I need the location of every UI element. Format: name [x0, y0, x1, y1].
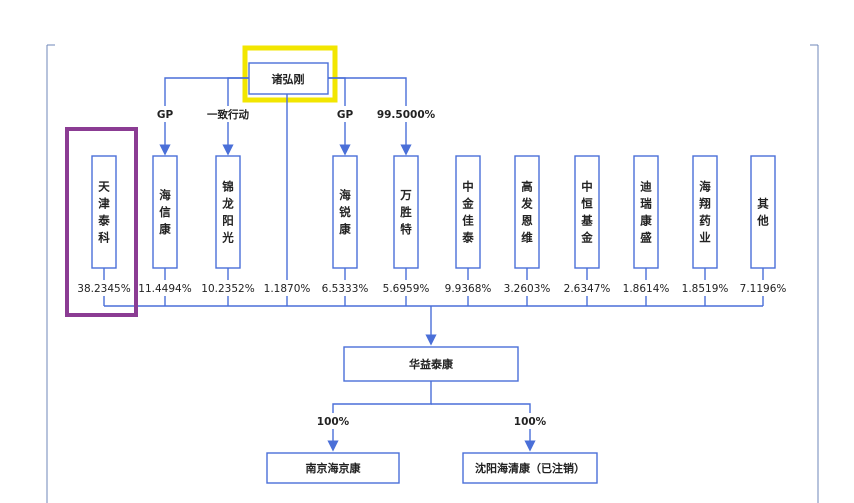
shareholder-pct: 11.4494% — [138, 283, 191, 295]
shareholder-box — [393, 155, 419, 269]
shareholder-pct-bg — [135, 280, 195, 296]
shareholder-name-char: 迪 — [640, 180, 652, 194]
shareholder-box — [455, 155, 481, 269]
shareholder-name-char: 康 — [339, 222, 351, 236]
shareholder-pct: 1.8614% — [623, 283, 670, 295]
shareholder-name-char: 中 — [581, 180, 593, 194]
shareholder-name-char: 维 — [521, 231, 533, 245]
shareholder-name-char: 高 — [521, 180, 533, 194]
subsidiary-pct-2: 100% — [514, 416, 547, 428]
shareholder-name-char: 金 — [580, 231, 593, 245]
shareholder-name-char: 阳 — [222, 214, 234, 228]
subsidiary-lines — [327, 381, 536, 452]
shareholder-name-char: 锐 — [339, 205, 351, 219]
shareholder-box — [332, 155, 358, 269]
shareholder-box — [750, 155, 776, 269]
top-holder-name: 诸弘刚 — [272, 72, 305, 86]
edge-label-gp-2: GP — [337, 109, 354, 121]
shareholder-pct-bg — [74, 280, 134, 296]
shareholder-name-char: 恩 — [521, 214, 533, 228]
subsidiary-node-shenyang: 沈阳海清康（已注销） — [462, 452, 598, 484]
shareholder-box — [633, 155, 659, 269]
shareholder-name-char: 光 — [221, 231, 234, 245]
shareholder-pct-bg — [675, 280, 735, 296]
shareholder-name-char: 业 — [699, 231, 711, 245]
shareholder-name-char: 他 — [756, 214, 769, 228]
shareholder-pct-bg — [616, 280, 676, 296]
shareholder-box — [91, 155, 117, 269]
subsidiary-node-nanjing: 南京海京康 — [266, 452, 400, 484]
shareholder-bus — [104, 305, 763, 346]
shareholder-pct-bg — [315, 280, 375, 296]
shareholder-pct: 7.1196% — [740, 283, 787, 295]
shareholder-name-char: 锦 — [222, 180, 234, 194]
top-holder-highlight — [242, 45, 338, 103]
shareholder-name-char: 康 — [640, 214, 652, 228]
shareholder-box — [215, 155, 241, 269]
shareholder-name-char: 泰 — [97, 214, 110, 228]
shareholder-name-char: 金 — [461, 197, 474, 211]
shareholder-name-char: 海 — [339, 188, 351, 202]
page-frame — [46, 44, 819, 503]
company-name: 华益泰康 — [409, 357, 454, 371]
shareholder-name-char: 盛 — [640, 231, 652, 245]
shareholder-pct: 9.9368% — [445, 283, 492, 295]
shareholder-pct: 10.2352% — [201, 283, 254, 295]
shareholder-box — [514, 155, 540, 269]
shareholder-name-char: 龙 — [221, 197, 234, 211]
shareholder-pct: 38.2345% — [77, 283, 130, 295]
shareholder-pct-bg — [733, 280, 793, 296]
shareholder-name-char: 佳 — [462, 214, 474, 228]
shareholder-pct: 2.6347% — [564, 283, 611, 295]
shareholder-name-char: 津 — [98, 197, 110, 211]
tianjin-taike-highlight — [65, 127, 138, 317]
shareholder-pct: 6.5333% — [322, 283, 369, 295]
shareholder-box — [692, 155, 718, 269]
shareholder-pct-bg — [497, 280, 557, 296]
shareholder-name-char: 中 — [462, 180, 474, 194]
edge-label-gp-1: GP — [157, 109, 174, 121]
shareholder-pct-bg — [557, 280, 617, 296]
shareholder-name-char: 泰 — [461, 231, 474, 245]
shareholder-pct: 3.2603% — [504, 283, 551, 295]
shareholder-pct-bg — [257, 280, 317, 296]
shareholder-name-char: 海 — [699, 180, 711, 194]
shareholder-pct: 1.1870% — [264, 283, 311, 295]
shareholder-name-char: 恒 — [581, 197, 593, 211]
shareholder-name-char: 其 — [757, 197, 769, 211]
shareholder-name-char: 天 — [98, 180, 110, 194]
top-branch-lines — [159, 77, 412, 306]
top-edge-labels: GP 一致行动 GP 99.5000% — [152, 106, 436, 122]
shareholder-name-char: 科 — [98, 231, 110, 245]
subsidiary-name-nanjing: 南京海京康 — [306, 461, 362, 475]
shareholder-box — [574, 155, 600, 269]
shareholder-name-char: 基 — [580, 214, 593, 228]
shareholder-name-char: 发 — [520, 197, 533, 211]
shareholder-name-char: 万 — [399, 188, 412, 202]
shareholder-name-char: 海 — [159, 188, 171, 202]
shareholder-name-char: 瑞 — [640, 197, 652, 211]
shareholder-name-char: 特 — [400, 222, 412, 236]
shareholder-pct-bg — [376, 280, 436, 296]
shareholder-pct-bg — [198, 280, 258, 296]
edge-label-concert: 一致行动 — [207, 108, 249, 121]
shareholder-pct: 1.8519% — [682, 283, 729, 295]
shareholder-name-char: 药 — [699, 214, 711, 228]
shareholder-name-char: 康 — [159, 222, 171, 236]
edge-label-99-5: 99.5000% — [377, 109, 436, 121]
top-holder-node: 诸弘刚 — [248, 62, 329, 95]
subsidiary-pct-1: 100% — [317, 416, 350, 428]
company-node: 华益泰康 — [343, 346, 519, 382]
shareholder-boxes: 天津泰科38.2345%海信康11.4494%锦龙阳光10.2352%1.187… — [74, 155, 793, 306]
shareholder-name-char: 翔 — [698, 197, 711, 211]
shareholder-pct: 5.6959% — [383, 283, 430, 295]
shareholder-name-char: 胜 — [399, 205, 412, 219]
shareholder-name-char: 信 — [159, 205, 171, 219]
subsidiary-name-shenyang: 沈阳海清康（已注销） — [475, 461, 585, 475]
shareholder-pct-bg — [438, 280, 498, 296]
